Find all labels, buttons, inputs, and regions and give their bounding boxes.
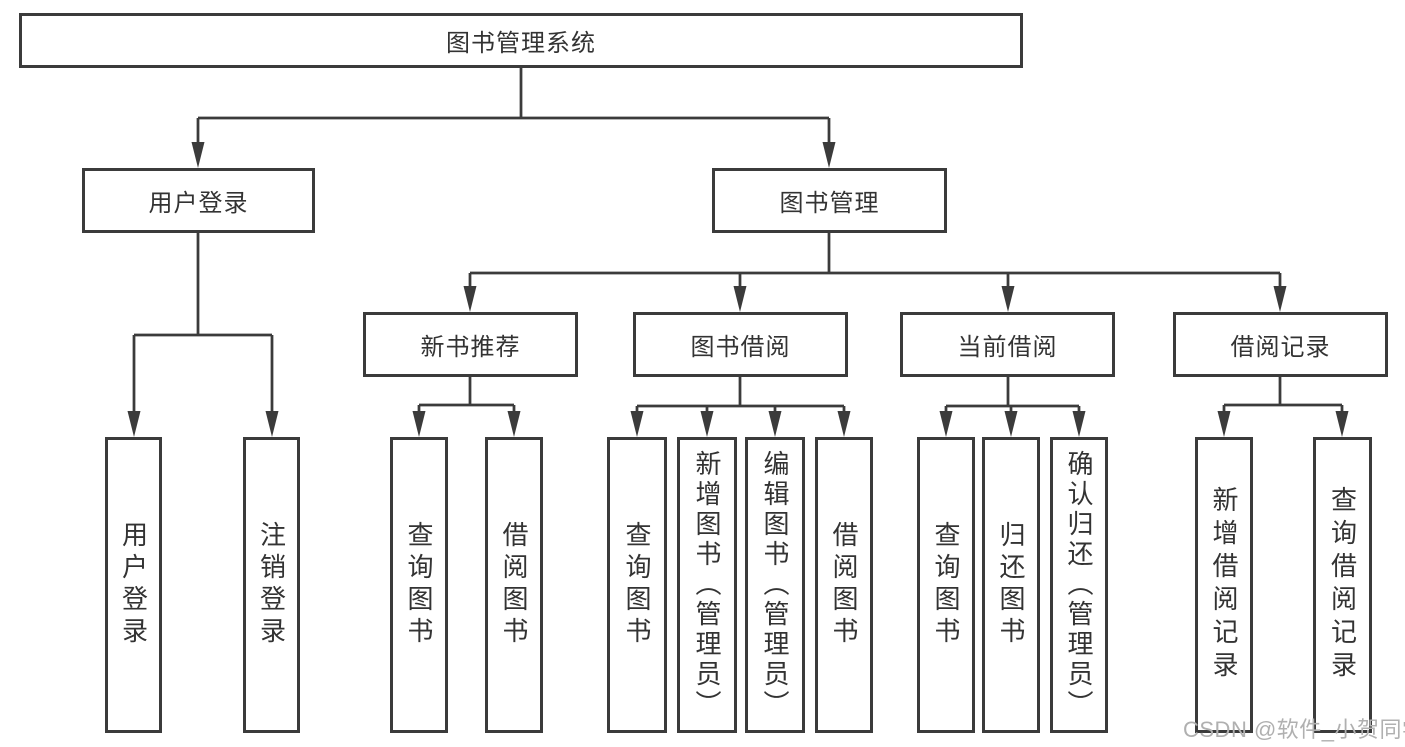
connector-current-borrowing-to-leaves [939,377,1086,437]
connector-root-to-level2 [191,68,836,168]
node-root-label: 图书管理系统 [446,30,596,57]
node-current-borrowing: 当前借阅 [900,312,1115,377]
leaf-logout-label: 注销登录 [256,521,287,649]
leaf-cb-confirm-return-admin: 确认归还（管理员） [1050,437,1108,733]
connector-borrowing-records-to-leaves [1217,377,1349,437]
connector-book-borrowing-to-leaves [630,377,851,437]
node-new-book-recommend: 新书推荐 [363,312,578,377]
node-book-management-label: 图书管理 [779,190,880,217]
node-root-library-management-system: 图书管理系统 [19,13,1023,68]
connector-book-management-to-level3 [463,233,1287,312]
leaf-nbr-borrow-books: 借阅图书 [485,437,543,733]
leaf-user-login-label: 用户登录 [118,521,149,649]
node-borrowing-records-label: 借阅记录 [1230,334,1331,361]
leaf-bb-edit-books-admin-label: 编辑图书（管理员） [760,450,790,720]
leaf-bb-query-books: 查询图书 [607,437,667,733]
node-book-management: 图书管理 [712,168,947,233]
connector-new-book-recommend-to-leaves [412,377,521,437]
leaf-cb-query-books: 查询图书 [917,437,975,733]
leaf-cb-return-books: 归还图书 [982,437,1040,733]
node-user-login: 用户登录 [82,168,315,233]
node-new-book-recommend-label: 新书推荐 [420,334,521,361]
node-book-borrowing: 图书借阅 [633,312,848,377]
node-borrowing-records: 借阅记录 [1173,312,1388,377]
leaf-bb-borrow-books-label: 借阅图书 [829,521,859,649]
leaf-br-query-borrow-record-label: 查询借阅记录 [1327,486,1358,684]
node-user-login-label: 用户登录 [148,190,249,217]
node-book-borrowing-label: 图书借阅 [690,334,791,361]
leaf-bb-add-books-admin-label: 新增图书（管理员） [692,450,722,720]
csdn-watermark: CSDN @软件_小贺同学 [1183,717,1405,742]
leaf-nbr-query-books-label: 查询图书 [404,521,434,649]
leaf-br-add-borrow-record-label: 新增借阅记录 [1209,486,1239,684]
leaf-cb-return-books-label: 归还图书 [996,521,1026,649]
node-current-borrowing-label: 当前借阅 [957,334,1058,361]
leaf-bb-edit-books-admin: 编辑图书（管理员） [745,437,805,733]
leaf-nbr-query-books: 查询图书 [390,437,448,733]
leaf-cb-confirm-return-admin-label: 确认归还（管理员） [1064,450,1094,720]
leaf-cb-query-books-label: 查询图书 [931,521,961,649]
leaf-bb-add-books-admin: 新增图书（管理员） [677,437,737,733]
leaf-bb-borrow-books: 借阅图书 [815,437,873,733]
leaf-logout: 注销登录 [243,437,300,733]
leaf-nbr-borrow-books-label: 借阅图书 [499,521,529,649]
leaf-user-login: 用户登录 [105,437,162,733]
leaf-br-add-borrow-record: 新增借阅记录 [1195,437,1253,733]
leaf-br-query-borrow-record: 查询借阅记录 [1313,437,1372,733]
leaf-bb-query-books-label: 查询图书 [622,521,652,649]
connector-user-login-to-leaves [127,233,279,437]
